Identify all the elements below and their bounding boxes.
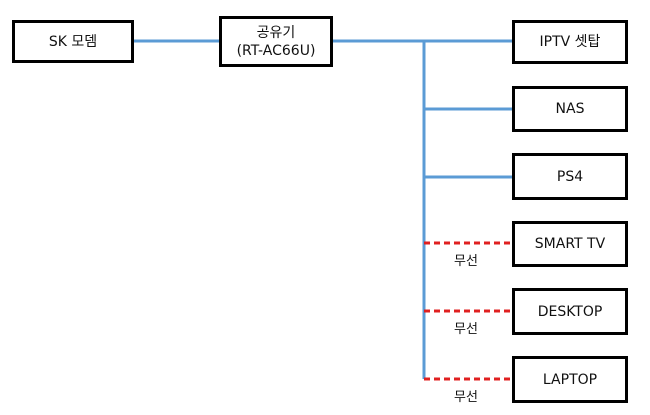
device-label: PS4	[556, 168, 584, 185]
device-label: NAS	[555, 101, 585, 117]
modem-box: SK 모뎀	[12, 20, 134, 63]
device-ps4: PS4	[512, 153, 628, 200]
router-box: 공유기 (RT-AC66U)	[219, 16, 333, 67]
wireless-label: 무선	[454, 322, 478, 337]
device-label: SMART TV	[534, 236, 606, 252]
device-laptop: LAPTOP	[512, 356, 628, 403]
device-label: LAPTOP	[542, 371, 598, 388]
router-label: 공유기	[256, 24, 296, 41]
device-nas: NAS	[512, 86, 628, 132]
device-desktop: DESKTOP	[512, 288, 628, 335]
device-label: DESKTOP	[537, 303, 603, 320]
wireless-label: 무선	[454, 390, 478, 405]
router-model: (RT-AC66U)	[236, 42, 316, 59]
modem-label: SK 모뎀	[48, 33, 98, 50]
device-iptv: IPTV 셋탑	[512, 20, 628, 64]
wireless-label: 무선	[454, 254, 478, 269]
device-label: IPTV 셋탑	[539, 34, 601, 50]
device-smart-tv: SMART TV	[512, 221, 628, 267]
